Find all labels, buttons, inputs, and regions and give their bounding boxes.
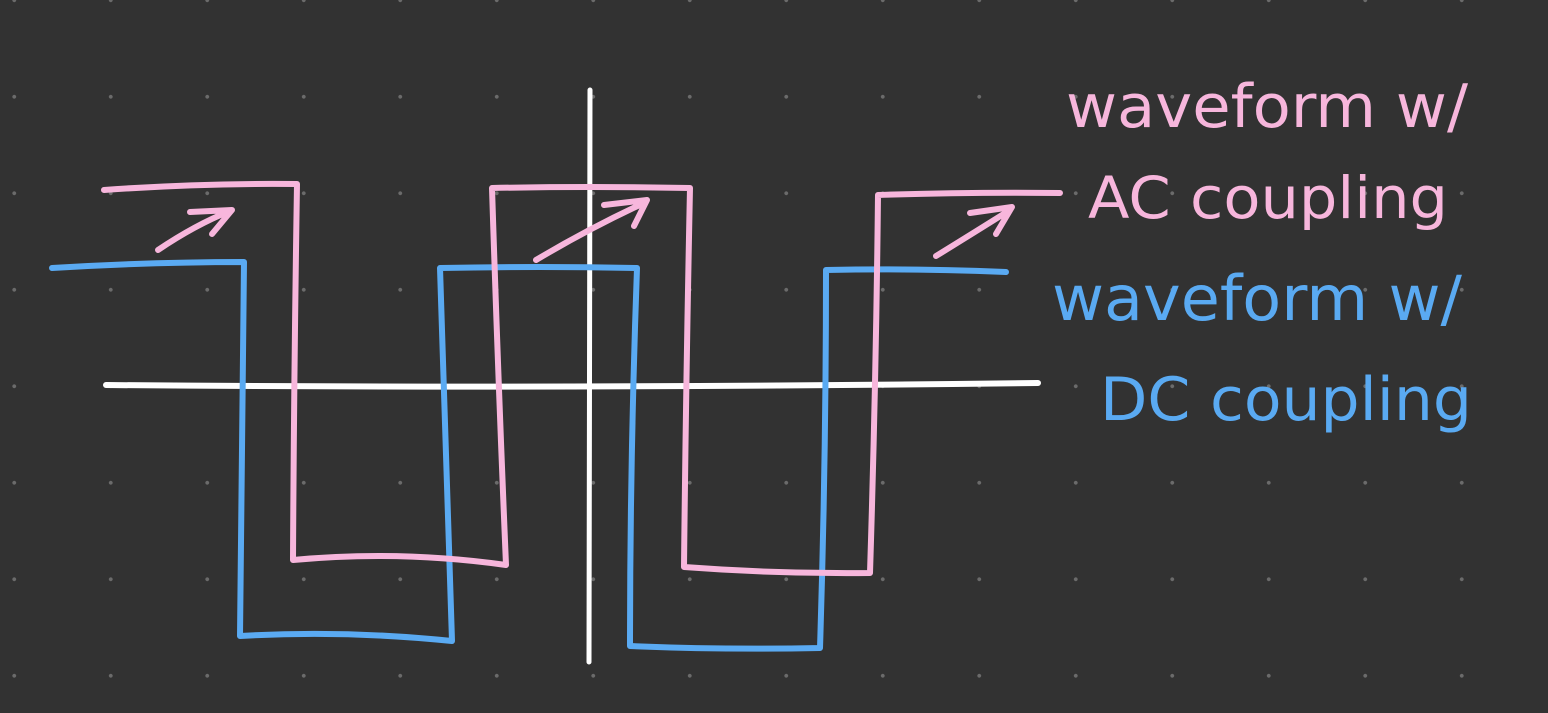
ac-waveform — [101, 180, 1063, 577]
vertical-axis — [586, 87, 593, 665]
ac-label-line1: waveform w/ — [1066, 72, 1469, 142]
dc-waveform — [49, 259, 1009, 652]
time-axis — [103, 380, 1041, 390]
arrow-icon — [533, 197, 650, 263]
dc-label-line1: waveform w/ — [1052, 262, 1462, 335]
ac-label-line2: AC coupling — [1088, 164, 1448, 232]
dc-label-line2: DC coupling — [1100, 365, 1472, 435]
arrow-icon — [933, 204, 1015, 259]
arrow-icon — [155, 207, 235, 253]
